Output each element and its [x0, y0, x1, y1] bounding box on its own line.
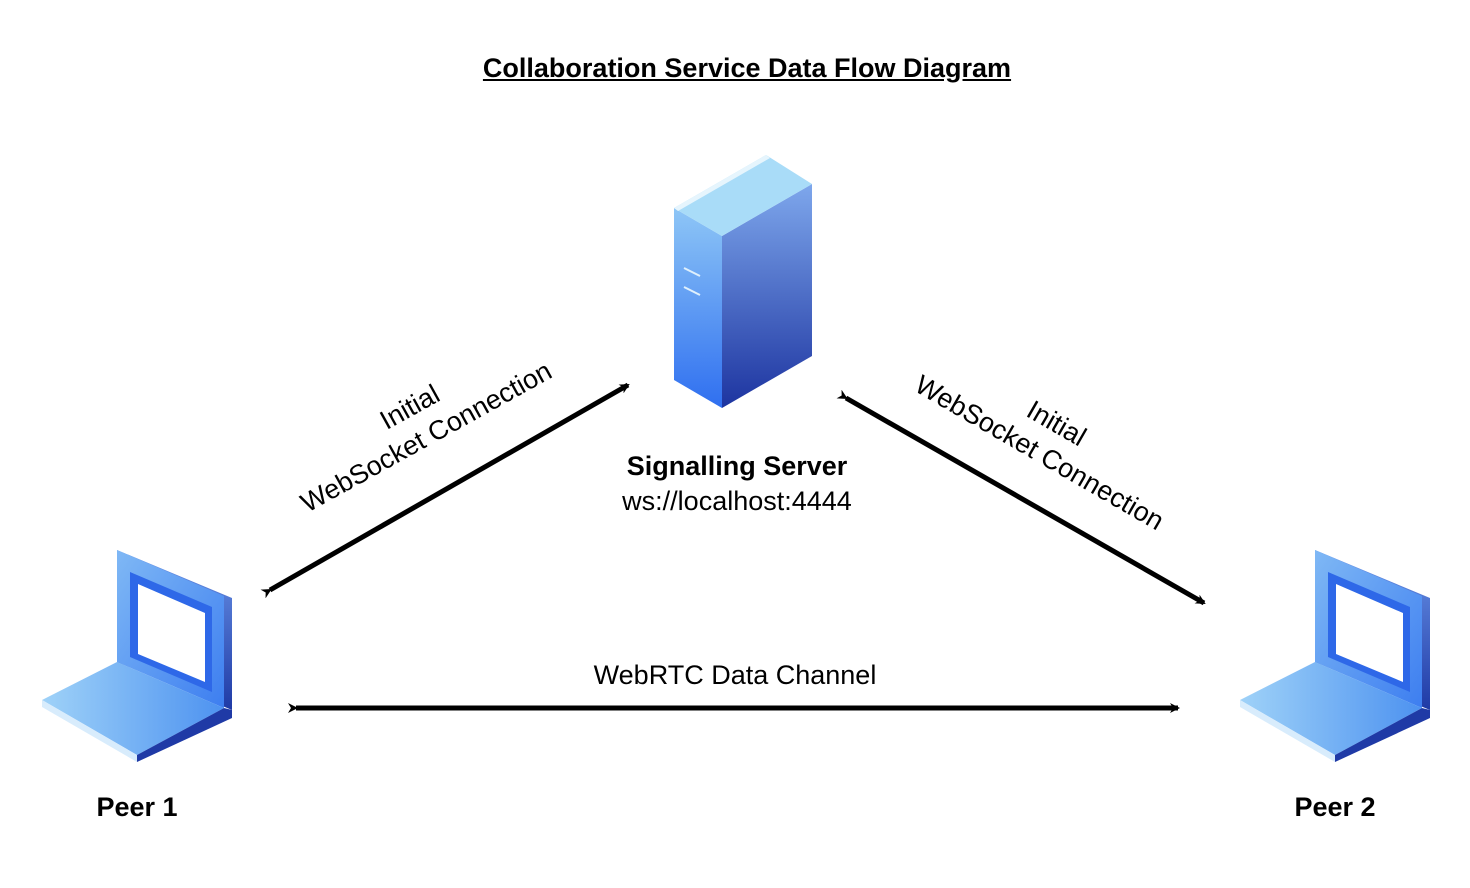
arrow-server-peer2 — [836, 389, 1206, 606]
peer2-label: Peer 2 — [1294, 792, 1376, 822]
arrow-peer1-server — [260, 382, 630, 599]
peer1-laptop-icon — [42, 550, 232, 762]
server-url-label: ws://localhost:4444 — [622, 486, 852, 516]
server-name-label: Signalling Server — [626, 451, 848, 481]
diagram-title: Collaboration Service Data Flow Diagram — [482, 53, 1012, 83]
peer2-laptop-icon — [1240, 550, 1430, 762]
edge-label-peer1-peer2: WebRTC Data Channel — [593, 660, 877, 690]
peer1-label: Peer 1 — [96, 792, 178, 822]
server-icon — [674, 155, 812, 408]
